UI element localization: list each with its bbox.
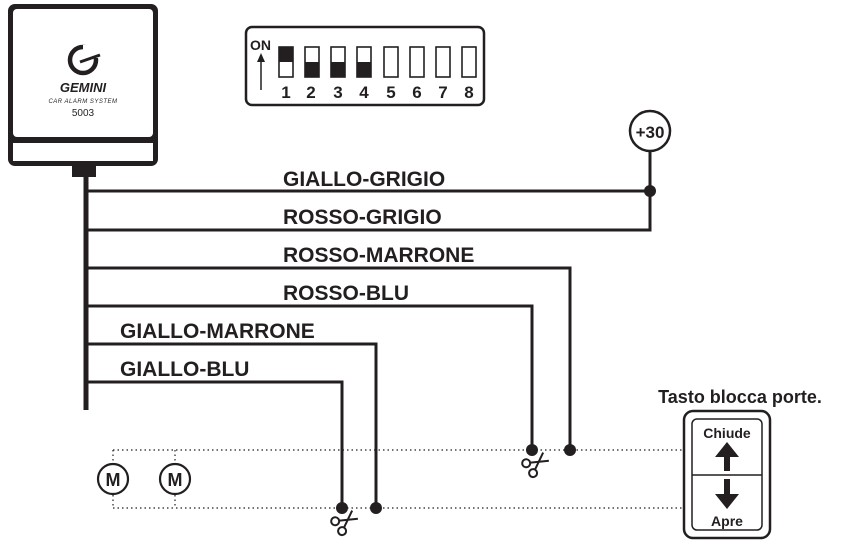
dip-number: 2 [306, 83, 315, 102]
power-label: +30 [636, 123, 665, 142]
door-switch-title: Tasto blocca porte. [658, 387, 822, 407]
module-tagline: CAR ALARM SYSTEM [48, 99, 117, 105]
arrow-down-icon [715, 479, 739, 509]
gemini-logo-icon [67, 44, 101, 76]
dip-switch-cell [356, 46, 372, 78]
wire-label-giallo-marrone: GIALLO-MARRONE [120, 320, 315, 343]
dip-switch-cell [461, 46, 477, 78]
motor-1: M [96, 462, 130, 496]
wire-label-giallo-blu: GIALLO-BLU [120, 358, 249, 381]
wire-rosso-marrone [86, 266, 572, 450]
dip-switch-cell [409, 46, 425, 78]
motor-label: M [168, 470, 183, 490]
wire-label-rosso-grigio: ROSSO-GRIGIO [283, 206, 442, 229]
dip-number: 1 [281, 83, 290, 102]
dip-number: 4 [359, 83, 369, 102]
dip-on-arrow-icon [257, 53, 265, 90]
junction-dot [564, 444, 576, 456]
close-label: Chiude [703, 425, 751, 441]
wire-rosso-blu [86, 304, 534, 450]
scissors-icon [330, 510, 358, 537]
wire-rosso-grigio [86, 191, 652, 232]
wire-label-rosso-blu: ROSSO-BLU [283, 282, 409, 305]
dip-switch-cell [383, 46, 399, 78]
dip-on-label: ON [250, 37, 271, 53]
open-label: Apre [711, 513, 743, 529]
arrow-up-icon [715, 442, 739, 471]
dip-switch: ON 1 2 3 4 5 6 7 8 [244, 25, 486, 107]
dip-switch-cell [304, 46, 320, 78]
dip-number: 6 [412, 83, 421, 102]
module-brand: GEMINI [60, 80, 107, 95]
wire-giallo-blu [86, 380, 344, 508]
dip-number: 3 [333, 83, 342, 102]
motor-label: M [106, 470, 121, 490]
junction-dot [526, 444, 538, 456]
wire-label-rosso-marrone: ROSSO-MARRONE [283, 244, 474, 267]
vehicle-wiring [112, 444, 690, 514]
wire-label-giallo-grigio: GIALLO-GRIGIO [283, 168, 445, 191]
dip-number: 8 [464, 83, 473, 102]
wire-giallo-marrone [86, 342, 378, 508]
motor-2: M [158, 462, 192, 496]
dip-switch-knob [331, 62, 345, 77]
dip-switch-cell [435, 46, 451, 78]
scissors-icon [521, 452, 549, 479]
dip-switch-knob [279, 47, 293, 62]
power-terminal: +30 [628, 109, 672, 153]
module-model: 5003 [72, 108, 95, 119]
wiring [83, 151, 656, 508]
alarm-module: GEMINI CAR ALARM SYSTEM 5003 [8, 4, 158, 177]
dip-number: 5 [386, 83, 395, 102]
dip-switch-cell [330, 46, 346, 78]
dip-switch-knob [305, 62, 319, 77]
junction-dot [644, 185, 656, 197]
junction-dot [370, 502, 382, 514]
dip-switch-cell [278, 46, 294, 78]
door-lock-switch: Chiude Apre [682, 409, 772, 540]
dip-switch-knob [357, 62, 371, 77]
junction-dot [336, 502, 348, 514]
dip-number: 7 [438, 83, 447, 102]
